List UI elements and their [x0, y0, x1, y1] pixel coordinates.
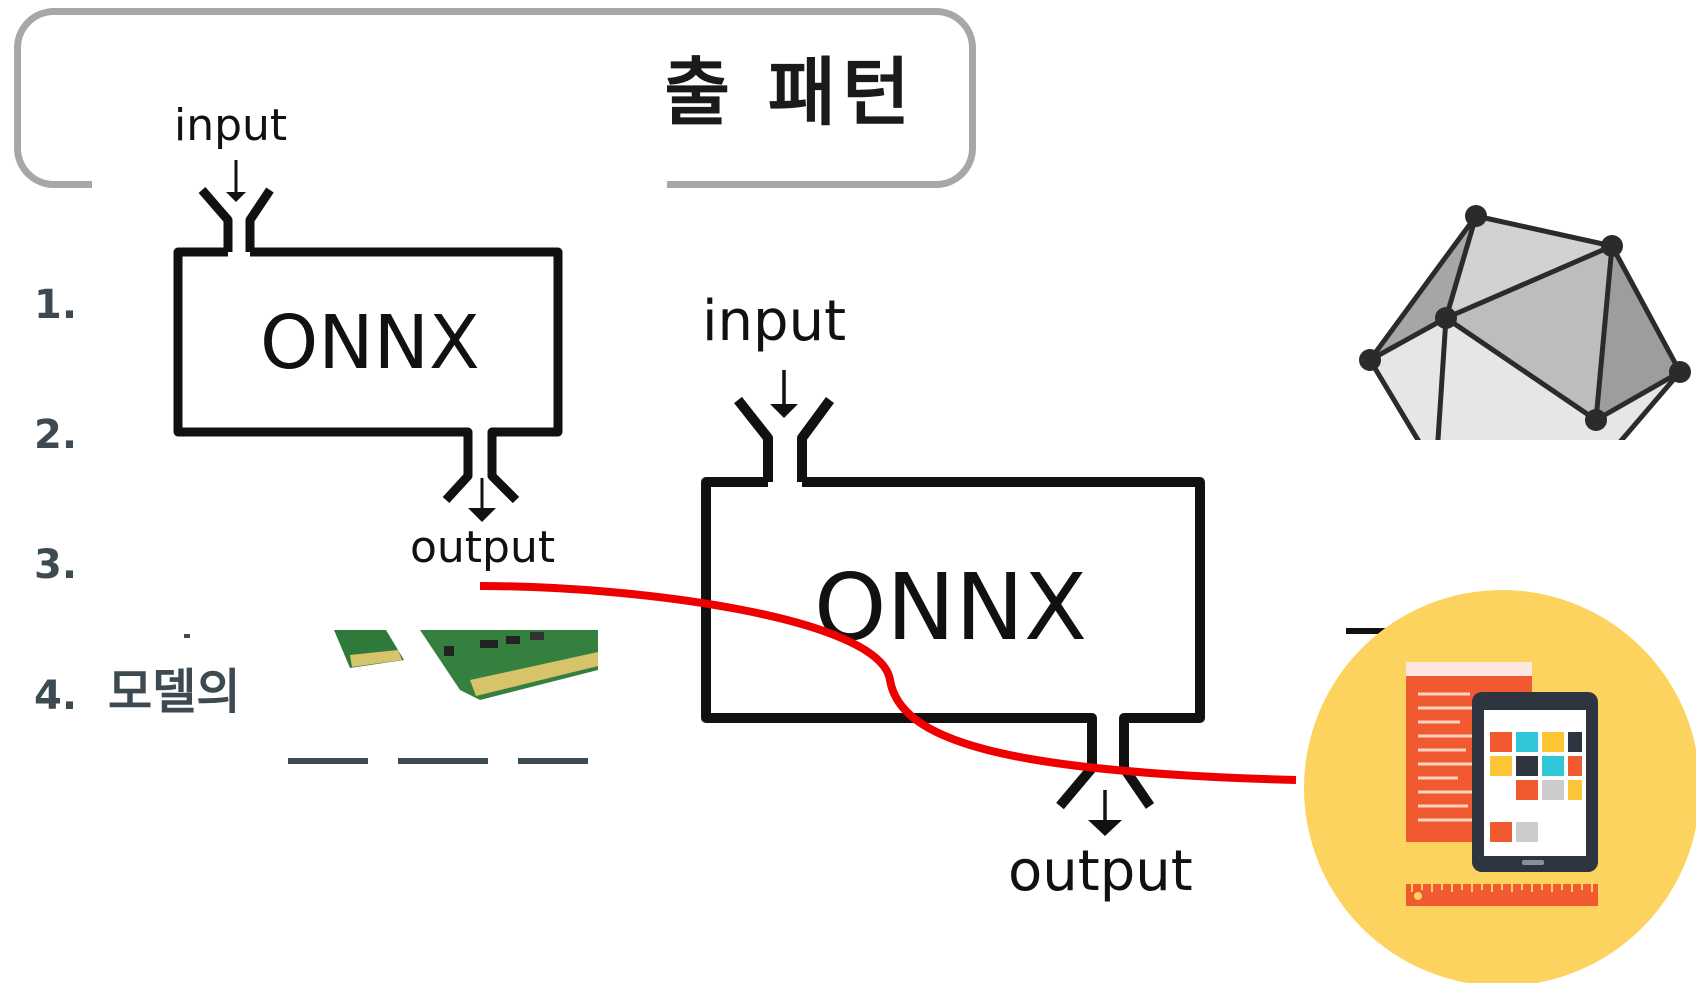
page-title: 출 패턴 [662, 50, 917, 136]
list-number-1: 1. [34, 282, 78, 328]
text-fragment [518, 758, 588, 764]
stray-mark [184, 634, 190, 638]
list-number-3: 3. [34, 542, 78, 588]
diagram-1-output-label: output [410, 522, 556, 573]
text-fragment [398, 758, 488, 764]
diagram-1-input-label: input [174, 100, 288, 151]
list-number-2: 2. [34, 412, 78, 458]
diagram-2-onnx-label: ONNX [814, 554, 1088, 661]
diagram-1-onnx-label: ONNX [260, 300, 480, 386]
list-item-4-text: 모델의 [108, 664, 241, 720]
list-number-4: 4. [34, 673, 78, 719]
stray-dash [1346, 628, 1396, 634]
text-fragment [288, 758, 368, 764]
diagram-2-input-label: input [702, 289, 847, 354]
diagram-2-output-label: output [1008, 839, 1193, 904]
diagram-overlay [92, 72, 667, 632]
